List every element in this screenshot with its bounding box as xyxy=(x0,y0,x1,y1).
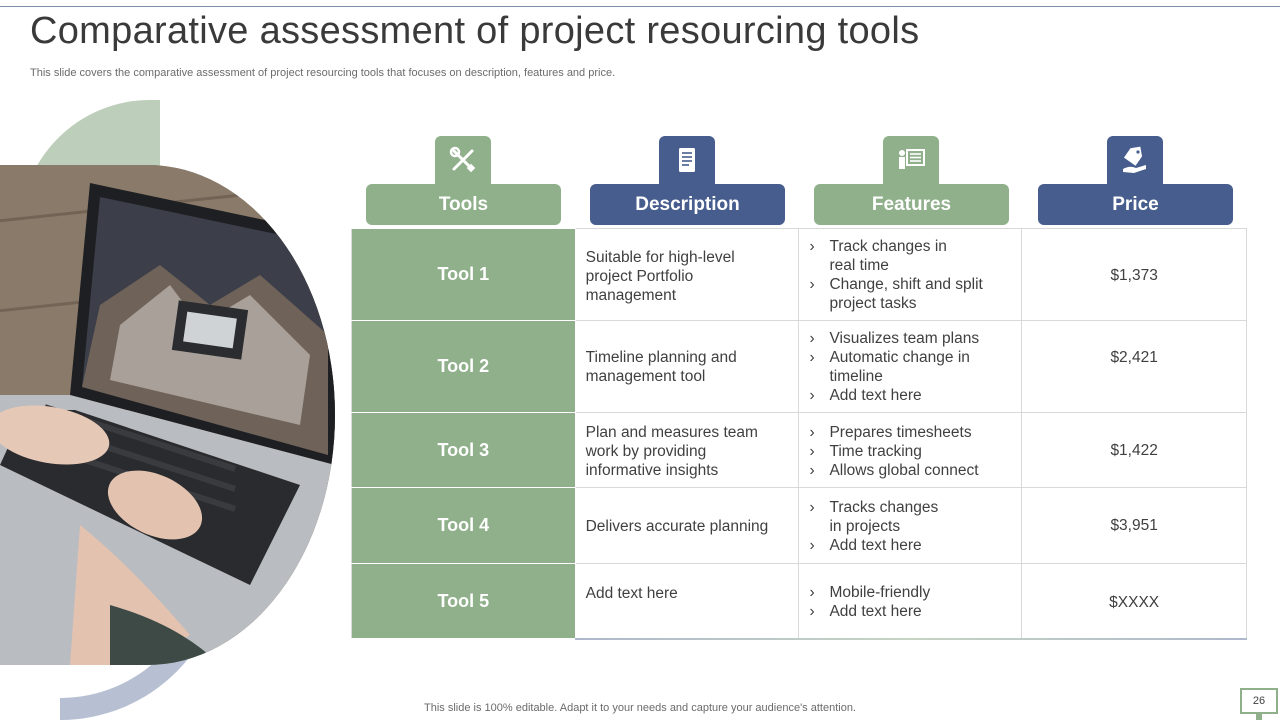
footer-note: This slide is 100% editable. Adapt it to… xyxy=(424,702,856,714)
feature-item: Track changes in real time xyxy=(809,237,1011,275)
feature-item: Mobile-friendly xyxy=(809,583,1011,602)
tools-icon xyxy=(435,136,491,184)
feature-item: Visualizes team plans xyxy=(809,329,1011,348)
feature-item: Add text here xyxy=(809,602,1011,621)
tool-features: Track changes in real time Change, shift… xyxy=(798,228,1023,321)
tool-features: Prepares timesheets Time tracking Allows… xyxy=(798,412,1023,488)
tool-name: Tool 5 xyxy=(351,563,576,639)
tool-price: $3,951 xyxy=(1021,487,1247,564)
tool-name: Tool 3 xyxy=(351,412,576,488)
comparison-table: Tool 1 Suitable for high-level project P… xyxy=(351,228,1247,639)
document-icon xyxy=(659,136,715,184)
page-number-stand xyxy=(1256,714,1262,720)
table-row: Tool 5 Add text here Mobile-friendly Add… xyxy=(351,563,1247,639)
feature-item: Add text here xyxy=(809,386,1011,405)
column-header-price: Price xyxy=(1038,184,1233,225)
tool-description: Add text here xyxy=(574,563,800,639)
tool-price: $1,373 xyxy=(1021,228,1247,321)
tool-features: Tracks changes in projects Add text here xyxy=(798,487,1023,564)
tool-description: Suitable for high-level project Portfoli… xyxy=(574,228,800,321)
page-number: 26 xyxy=(1240,688,1278,714)
tool-description: Plan and measures team work by providing… xyxy=(574,412,800,488)
tool-price: $1,422 xyxy=(1021,412,1247,488)
table-row: Tool 2 Timeline planning and management … xyxy=(351,320,1247,413)
feature-item: Change, shift and split project tasks xyxy=(809,275,1011,313)
tool-features: Visualizes team plans Automatic change i… xyxy=(798,320,1023,413)
column-header-tools: Tools xyxy=(366,184,561,225)
top-rule xyxy=(0,6,1280,7)
feature-item: Add text here xyxy=(809,536,1011,555)
column-header-features: Features xyxy=(814,184,1009,225)
laptop-photo xyxy=(0,165,335,665)
feature-item: Automatic change in timeline xyxy=(809,348,1011,386)
feature-item: Prepares timesheets xyxy=(809,423,1011,442)
tool-price: $XXXX xyxy=(1021,563,1247,639)
tool-price: $2,421 xyxy=(1021,320,1247,413)
presentation-icon xyxy=(883,136,939,184)
feature-item: Allows global connect xyxy=(809,461,1011,480)
tool-features: Mobile-friendly Add text here xyxy=(798,563,1023,639)
table-row: Tool 1 Suitable for high-level project P… xyxy=(351,228,1247,321)
table-row: Tool 3 Plan and measures team work by pr… xyxy=(351,412,1247,488)
price-tag-hand-icon xyxy=(1107,136,1163,184)
feature-item: Tracks changes in projects xyxy=(809,498,1011,536)
feature-item: Time tracking xyxy=(809,442,1011,461)
page-title: Comparative assessment of project resour… xyxy=(30,10,920,52)
tool-name: Tool 1 xyxy=(351,228,576,321)
tool-description: Delivers accurate planning xyxy=(574,487,800,564)
tool-name: Tool 4 xyxy=(351,487,576,564)
tool-description: Timeline planning and management tool xyxy=(574,320,800,413)
tool-name: Tool 2 xyxy=(351,320,576,413)
column-header-description: Description xyxy=(590,184,785,225)
table-row: Tool 4 Delivers accurate planning Tracks… xyxy=(351,487,1247,564)
page-subtitle: This slide covers the comparative assess… xyxy=(30,67,616,79)
table-bottom-line xyxy=(575,638,1247,640)
